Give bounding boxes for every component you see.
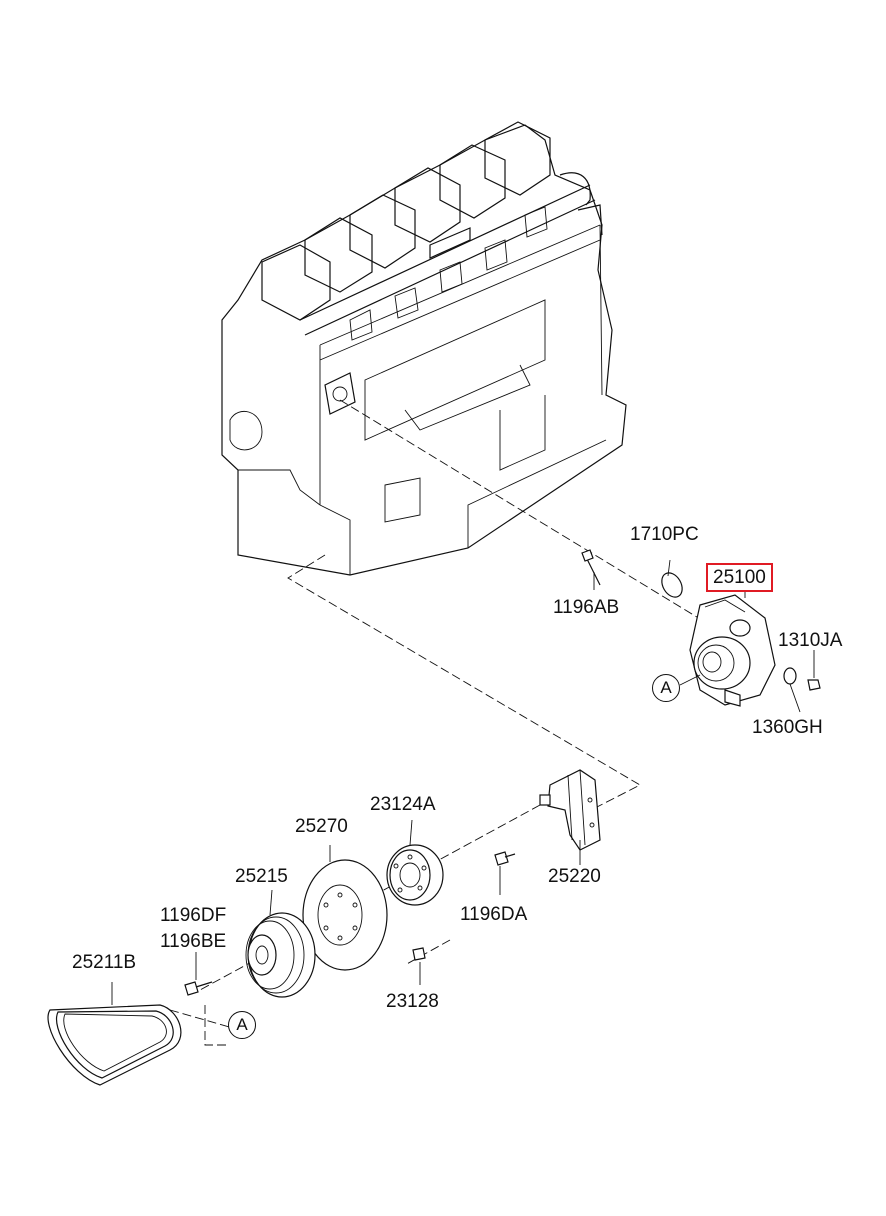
label-1710pc: 1710PC (630, 524, 699, 545)
pulley-25215 (245, 889, 316, 998)
washer-1360gh (783, 667, 801, 713)
label-1196ab: 1196AB (553, 597, 620, 618)
nut-1310ja (807, 650, 821, 691)
bracket-25220 (539, 769, 601, 865)
bolt-1196ab (581, 549, 601, 590)
belt-25211b (47, 982, 182, 1086)
damper-25270 (302, 845, 388, 971)
bolt-1196df-1196be (184, 952, 213, 996)
gasket-1710pc (661, 559, 683, 598)
label-23124a: 23124A (370, 794, 436, 815)
label-1310ja: 1310JA (778, 630, 843, 651)
label-1196be: 1196BE (160, 931, 227, 952)
label-25270: 25270 (295, 816, 348, 837)
bolt-1196da (494, 851, 516, 895)
reference-callout-a: A (228, 1011, 256, 1039)
label-23128: 23128 (386, 991, 439, 1012)
label-1360gh: 1360GH (752, 717, 823, 738)
water-pump-25100 (689, 590, 776, 707)
label-25100: 25100 (706, 563, 773, 592)
label-25211b: 25211B (72, 952, 137, 973)
label-25215: 25215 (235, 866, 288, 887)
label-1196df: 1196DF (160, 905, 227, 926)
bolt-23128 (412, 947, 426, 985)
hub-23124a (386, 819, 444, 906)
reference-callout-a: A (652, 674, 680, 702)
label-25220: 25220 (548, 866, 601, 887)
label-1196da: 1196DA (460, 904, 528, 925)
engine-block (221, 121, 627, 576)
